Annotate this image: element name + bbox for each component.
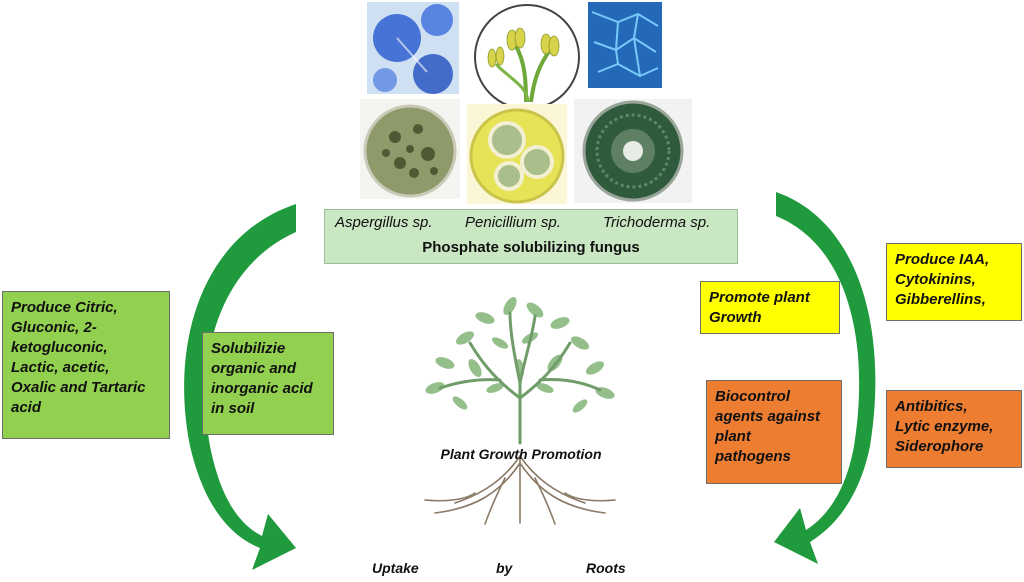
species-aspergillus: Aspergillus sp. [335,214,433,231]
plant-growth-promotion-caption: Plant Growth Promotion [440,446,602,462]
promote-growth-box: Promote plant Growth [700,281,840,334]
bottom-word-roots: Roots [586,560,626,576]
penicillium-illustration [474,4,580,110]
hormones-box: Produce IAA, Cytokinins, Gibberellins, [886,243,1022,321]
trichoderma-culture-plate [574,99,692,203]
aspergillus-culture-plate [360,99,460,199]
trichoderma-microscope-photo [588,2,662,88]
aspergillus-microscope-photo [367,2,459,94]
penicillium-culture-plate [467,104,567,204]
bottom-word-by: by [496,560,513,576]
right-curved-arrow [774,192,876,564]
species-penicillium: Penicillium sp. [465,214,561,231]
bottom-word-uptake: Uptake [372,560,419,576]
biocontrol-box: Biocontrol agents against plant pathogen… [706,380,842,484]
antibiotics-box: Antibitics, Lytic enzyme, Siderophore [886,390,1022,468]
species-trichoderma: Trichoderma sp. [603,214,711,231]
solubilize-acid-box: Solubilizie organic and inorganic acid i… [202,332,334,435]
tree-illustration [424,296,616,525]
fungus-title: Phosphate solubilizing fungus [422,239,640,256]
left-curved-arrow [184,204,296,570]
acids-production-box: Produce Citric, Gluconic, 2- ketogluconi… [2,291,170,439]
fungus-species-panel: Aspergillus sp. Penicillium sp. Trichode… [324,209,738,264]
